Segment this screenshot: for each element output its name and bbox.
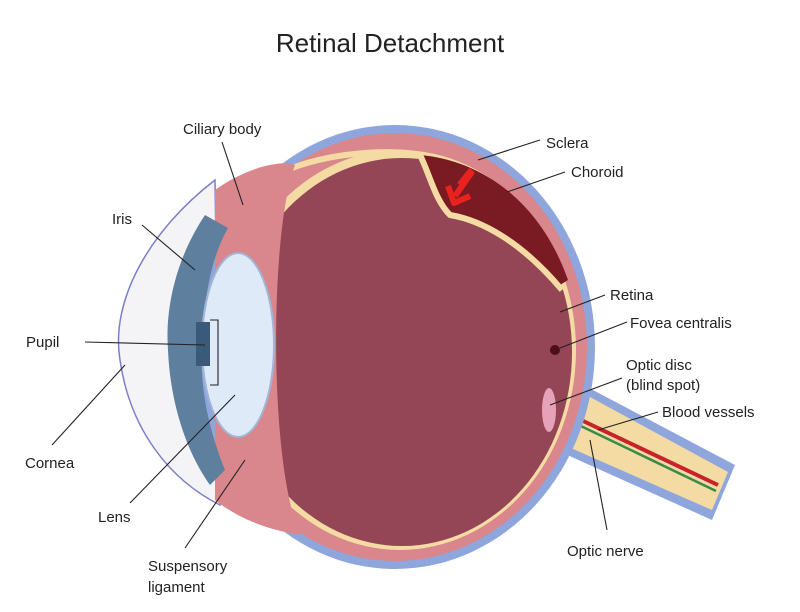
leader-fovea bbox=[559, 321, 628, 349]
detached-subretinal-space bbox=[420, 155, 568, 285]
diagram-title: Retinal Detachment bbox=[276, 28, 505, 58]
leader-suspensory bbox=[184, 459, 246, 549]
label-blind-spot: (blind spot) bbox=[626, 377, 700, 394]
label-ligament: ligament bbox=[148, 579, 206, 596]
label-ciliary-body: Ciliary body bbox=[183, 121, 262, 138]
optic-disc bbox=[542, 388, 556, 432]
optic-nerve bbox=[548, 378, 728, 510]
label-optic-nerve: Optic nerve bbox=[567, 543, 644, 560]
leader-optic-disc bbox=[549, 377, 623, 406]
label-pupil: Pupil bbox=[26, 334, 59, 351]
leader-ciliary bbox=[221, 141, 244, 206]
label-blood-vessels: Blood vessels bbox=[662, 404, 755, 421]
leader-cornea bbox=[51, 364, 126, 446]
label-cornea: Cornea bbox=[25, 455, 75, 472]
label-sclera: Sclera bbox=[546, 135, 589, 152]
label-iris: Iris bbox=[112, 211, 132, 228]
label-optic-disc: Optic disc bbox=[626, 357, 692, 374]
lens bbox=[201, 252, 275, 438]
leader-retina bbox=[559, 294, 606, 313]
pupil bbox=[196, 322, 210, 366]
detached-retina bbox=[290, 149, 565, 292]
label-retina: Retina bbox=[610, 287, 654, 304]
leader-sclera bbox=[477, 139, 541, 161]
leader-iris bbox=[141, 224, 196, 271]
leader-blood-vessels bbox=[597, 411, 659, 431]
leader-optic-nerve bbox=[589, 439, 608, 531]
blood-vessel-red bbox=[559, 408, 719, 487]
label-suspensory: Suspensory bbox=[148, 558, 228, 575]
leader-pupil bbox=[84, 319, 219, 386]
leader-choroid bbox=[506, 171, 566, 193]
label-choroid: Choroid bbox=[571, 164, 624, 181]
blood-vessel-green bbox=[559, 414, 717, 493]
label-fovea-centralis: Fovea centralis bbox=[630, 315, 732, 332]
leader-lens bbox=[129, 394, 236, 504]
label-lens: Lens bbox=[98, 509, 131, 526]
red-arrow-icon bbox=[457, 167, 475, 188]
fovea-centralis bbox=[550, 345, 560, 355]
vitreous-body bbox=[232, 158, 572, 546]
